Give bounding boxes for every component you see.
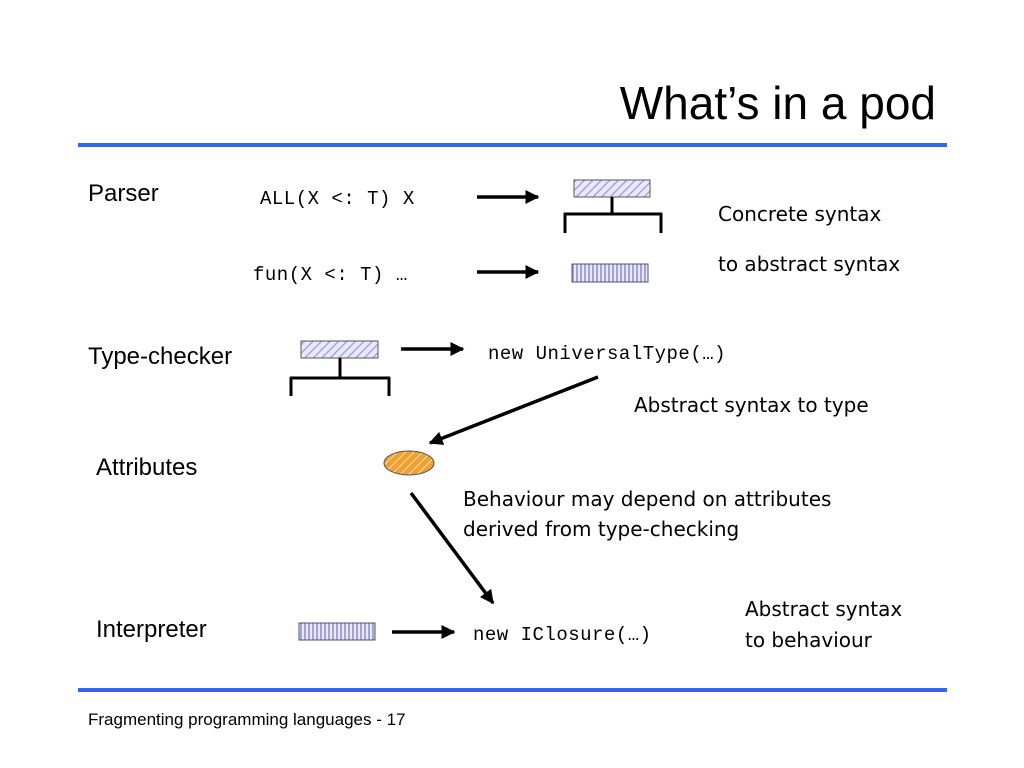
parser-type-tree	[563, 179, 663, 233]
arrow-attribute-to-interpreter	[409, 491, 495, 605]
interpreter-label: Interpreter	[96, 616, 207, 643]
arrow-type-to-attribute	[428, 375, 599, 445]
footer-divider	[78, 688, 947, 692]
behaviour-note-line2: derived from type-checking	[463, 517, 740, 541]
type-checker-node-box	[300, 340, 379, 359]
interpreter-node-box	[298, 622, 376, 641]
behaviour-note-line1: Behaviour may depend on attributes	[463, 487, 832, 511]
parser-label: Parser	[88, 180, 159, 207]
all-type-code: ALL(X <: T) X	[260, 188, 415, 210]
concrete-syntax-note-line1: Concrete syntax	[718, 202, 882, 226]
type-node-box	[573, 179, 651, 198]
attributes-label: Attributes	[96, 454, 198, 481]
attribute-node	[383, 450, 435, 476]
title-divider	[78, 143, 947, 147]
abstract-to-type-note: Abstract syntax to type	[634, 393, 869, 417]
page-title: What’s in a pod	[619, 77, 936, 129]
universal-type-code: new UniversalType(…)	[488, 343, 727, 365]
concrete-syntax-note-line2: to abstract syntax	[718, 252, 901, 276]
type-checker-label: Type-checker	[88, 343, 233, 370]
term-node-box	[571, 263, 649, 283]
iclosure-code: new IClosure(…)	[473, 624, 652, 646]
type-checker-tree	[289, 340, 391, 396]
slide-footer: Fragmenting programming languages - 17	[88, 710, 406, 729]
fun-term-code: fun(X <: T) …	[253, 264, 408, 286]
abstract-behaviour-note-line2: to behaviour	[745, 628, 872, 652]
abstract-behaviour-note-line1: Abstract syntax	[745, 597, 903, 621]
